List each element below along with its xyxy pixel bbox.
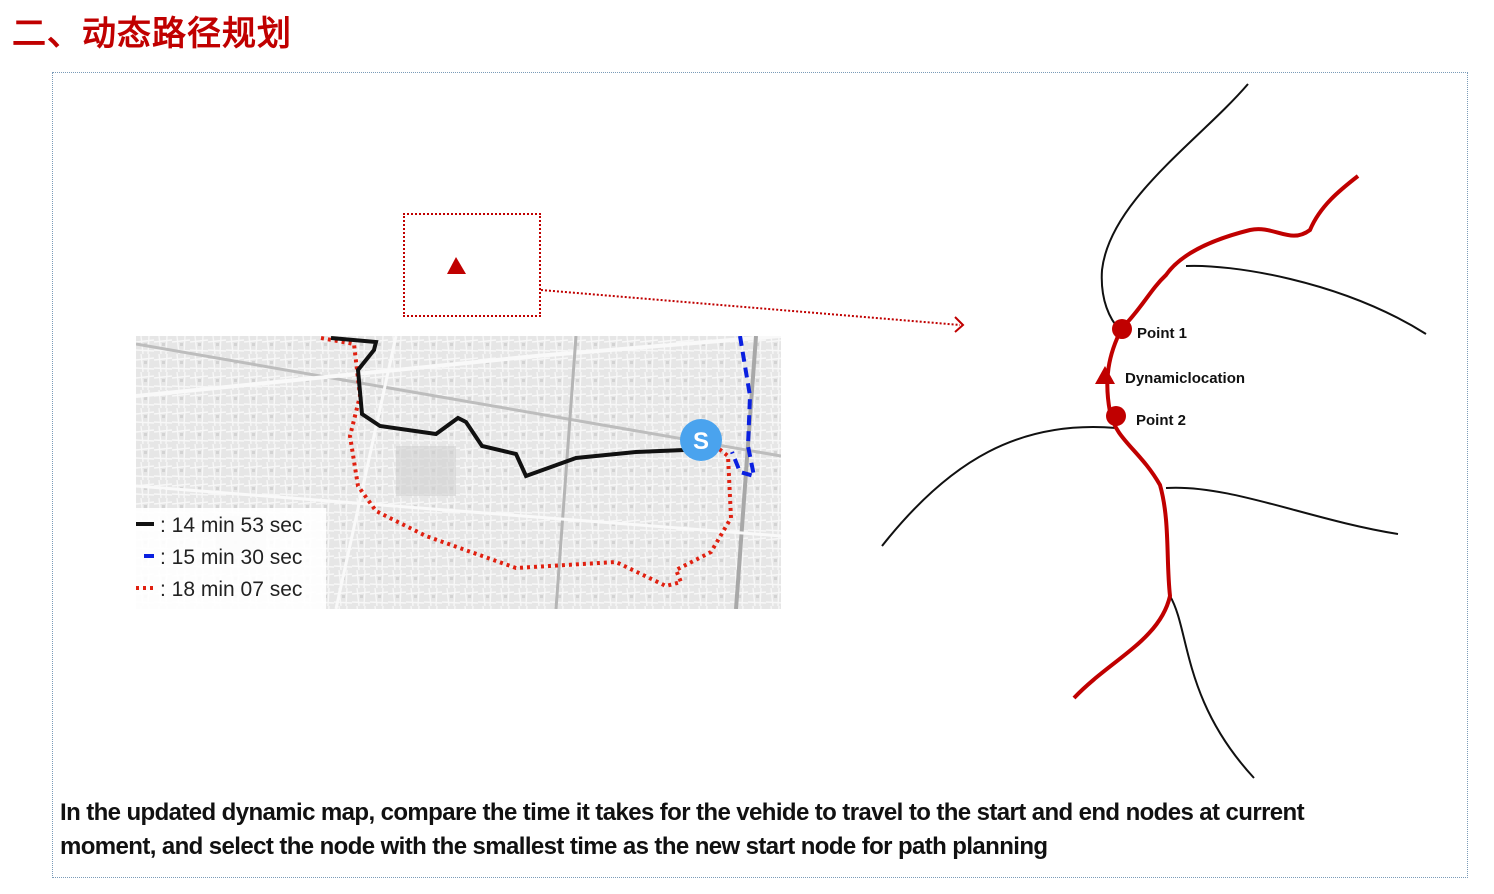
legend-item-3: : 18 min 07 sec	[160, 578, 302, 601]
content-frame	[52, 72, 1468, 878]
slide-title: 二、动态路径规划	[12, 14, 292, 54]
dynamic-location-triangle-small	[447, 257, 466, 274]
point-1-label: Point 1	[1137, 325, 1187, 342]
point-2-label: Point 2	[1136, 412, 1186, 429]
legend-item-2: : 15 min 30 sec	[160, 546, 302, 569]
road-right	[1165, 486, 1399, 535]
start-marker	[680, 419, 722, 461]
route-dashed-blue	[730, 336, 757, 479]
legend-box	[136, 508, 326, 609]
road-upper-right	[1185, 264, 1427, 335]
caption-line-2: moment, and select the node with the sma…	[60, 833, 1048, 860]
dynamic-location-triangle	[1095, 366, 1115, 384]
zoom-arrow-head	[954, 316, 965, 333]
route-red	[1072, 174, 1360, 700]
road-bottom	[1169, 595, 1255, 779]
point-1-node	[1112, 319, 1132, 339]
map-svg: S : 14 min 53 sec : 15 min 30 sec : 18 m…	[136, 336, 781, 609]
zoom-box	[403, 213, 541, 317]
point-2-node	[1106, 406, 1126, 426]
node-diagram: Point 1 Dynamiclocation Point 2	[881, 83, 1427, 779]
route-dotted-red	[320, 336, 734, 589]
start-marker-label: S	[693, 428, 709, 455]
legend-item-1: : 14 min 53 sec	[160, 514, 302, 537]
route-map: S : 14 min 53 sec : 15 min 30 sec : 18 m…	[136, 336, 781, 609]
dynamic-location-label: Dynamiclocation	[1125, 370, 1245, 387]
road-top	[1100, 83, 1249, 331]
caption-line-1: In the updated dynamic map, compare the …	[60, 799, 1305, 826]
route-solid-black	[330, 336, 703, 479]
caption: In the updated dynamic map, compare the …	[60, 796, 1470, 864]
road-left	[881, 426, 1117, 547]
